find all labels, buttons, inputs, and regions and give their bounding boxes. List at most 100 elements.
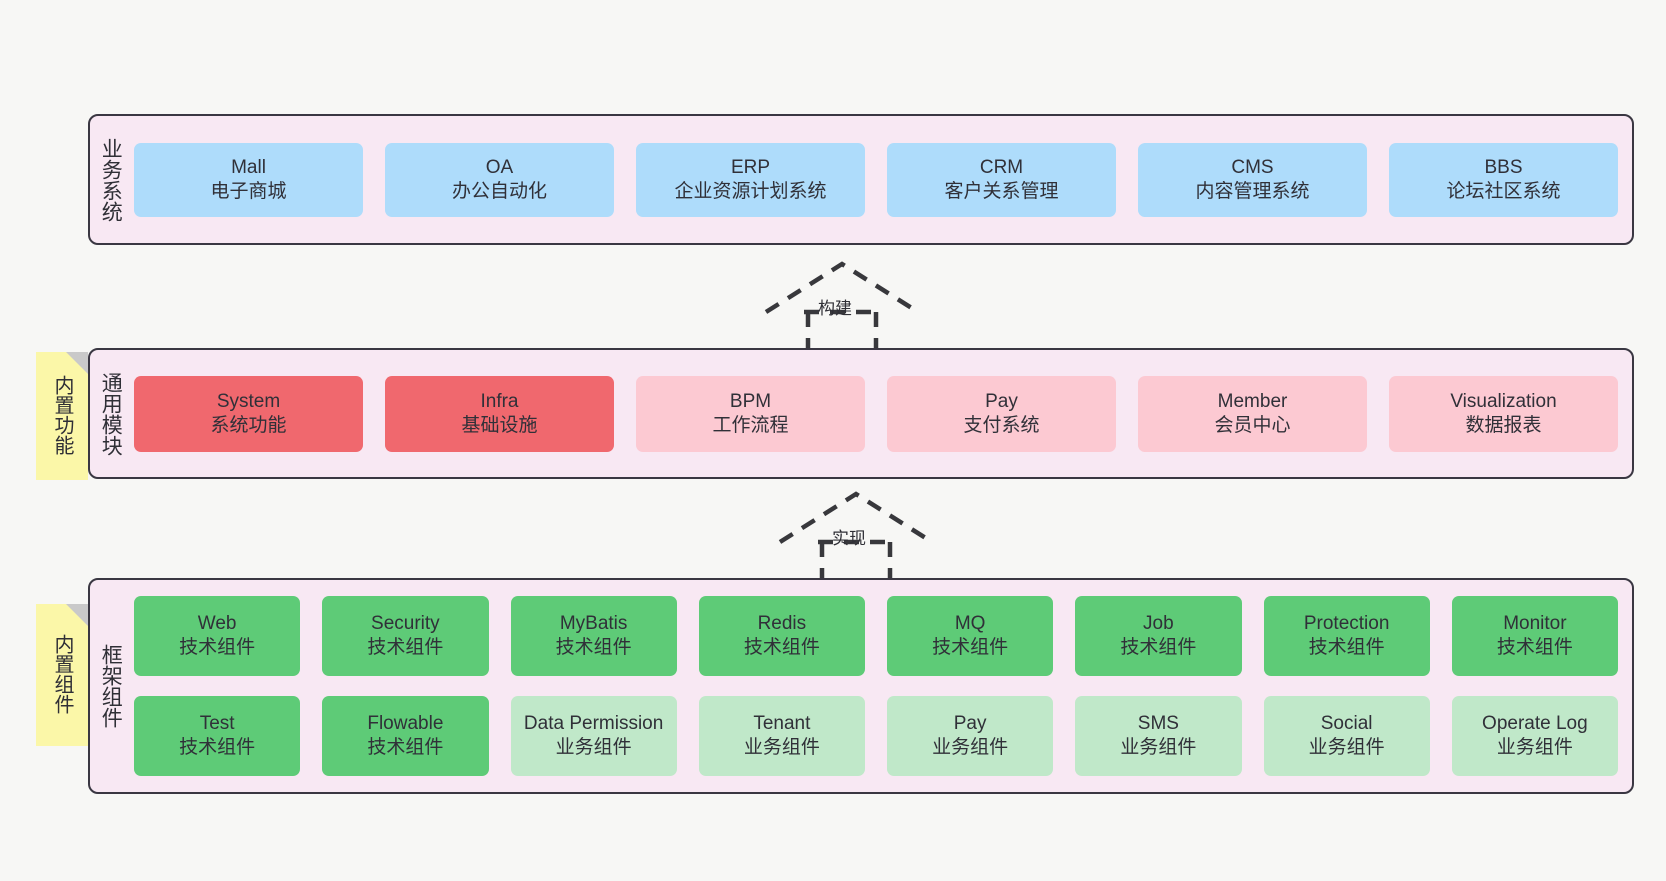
- node-infra[interactable]: Infra 基础设施: [385, 375, 614, 452]
- sticky-note-builtin-features: 内置功能: [36, 352, 88, 480]
- node-title: ERP: [730, 156, 771, 178]
- node-social[interactable]: Social 业务组件: [1263, 696, 1430, 776]
- node-test[interactable]: Test 技术组件: [134, 696, 301, 776]
- generalization-arrow-icon: [778, 491, 934, 578]
- node-monitor[interactable]: Monitor 技术组件: [1451, 596, 1618, 676]
- layer-business-systems: 业务系统 Mall 电子商城 OA 办公自动化 ERP 企业资源计划系统 CRM…: [88, 114, 1634, 245]
- layer-framework-components-body: Web 技术组件 Security 技术组件 MyBatis 技术组件 Redi…: [130, 580, 1632, 792]
- layer-business-systems-row: Mall 电子商城 OA 办公自动化 ERP 企业资源计划系统 CRM 客户关系…: [134, 142, 1618, 217]
- node-subtitle: 技术组件: [179, 637, 256, 658]
- node-operate-log[interactable]: Operate Log 业务组件: [1451, 696, 1618, 776]
- node-title: BBS: [1484, 156, 1523, 178]
- node-title: SMS: [1137, 713, 1179, 735]
- node-subtitle: 办公自动化: [451, 180, 547, 202]
- node-subtitle: 技术组件: [367, 737, 444, 758]
- layer-framework-components-row-technical: Web 技术组件 Security 技术组件 MyBatis 技术组件 Redi…: [134, 596, 1618, 676]
- node-subtitle: 业务组件: [743, 737, 820, 758]
- node-title: CRM: [979, 156, 1024, 178]
- layer-business-systems-label: 业务系统: [99, 137, 123, 222]
- node-subtitle: 技术组件: [932, 637, 1009, 658]
- sticky-note-label: 内置组件: [51, 634, 73, 714]
- layer-framework-components: 框架组件 Web 技术组件 Security 技术组件 MyBatis 技术组件…: [88, 578, 1634, 794]
- node-erp[interactable]: ERP 企业资源计划系统: [636, 142, 865, 217]
- node-title: BPM: [729, 390, 772, 412]
- node-mq[interactable]: MQ 技术组件: [887, 596, 1054, 676]
- node-security[interactable]: Security 技术组件: [322, 596, 489, 676]
- node-redis[interactable]: Redis 技术组件: [698, 596, 865, 676]
- node-subtitle: 业务组件: [1120, 737, 1197, 758]
- node-job[interactable]: Job 技术组件: [1075, 596, 1242, 676]
- node-title: CMS: [1231, 156, 1274, 178]
- node-crm[interactable]: CRM 客户关系管理: [887, 142, 1116, 217]
- node-subtitle: 工作流程: [712, 414, 789, 436]
- layer-common-modules-label: 通用模块: [99, 371, 123, 456]
- node-title: Visualization: [1450, 390, 1557, 412]
- node-subtitle: 论坛社区系统: [1446, 180, 1561, 202]
- node-title: System: [216, 390, 281, 412]
- connector-build: 构建: [752, 256, 932, 348]
- node-subtitle: 业务组件: [1308, 737, 1385, 758]
- node-visualization[interactable]: Visualization 数据报表: [1389, 375, 1618, 452]
- node-subtitle: 支付系统: [963, 414, 1040, 436]
- node-member[interactable]: Member 会员中心: [1138, 375, 1367, 452]
- node-cms[interactable]: CMS 内容管理系统: [1138, 142, 1367, 217]
- node-title: Member: [1217, 390, 1288, 412]
- node-title: Job: [1143, 613, 1174, 635]
- node-mybatis[interactable]: MyBatis 技术组件: [510, 596, 677, 676]
- node-bpm[interactable]: BPM 工作流程: [636, 375, 865, 452]
- generalization-arrow-icon: [764, 261, 920, 348]
- node-mall[interactable]: Mall 电子商城: [134, 142, 363, 217]
- node-title: Social: [1320, 713, 1373, 735]
- node-title: MyBatis: [559, 613, 628, 635]
- node-title: Security: [371, 613, 440, 635]
- node-title: Tenant: [753, 713, 811, 735]
- node-subtitle: 客户关系管理: [944, 180, 1059, 202]
- node-subtitle: 业务组件: [555, 737, 632, 758]
- layer-framework-components-row-business: Test 技术组件 Flowable 技术组件 Data Permission …: [134, 696, 1618, 776]
- node-title: Redis: [757, 613, 807, 635]
- node-subtitle: 基础设施: [461, 414, 538, 436]
- node-title: Flowable: [367, 713, 444, 735]
- layer-business-systems-body: Mall 电子商城 OA 办公自动化 ERP 企业资源计划系统 CRM 客户关系…: [130, 116, 1632, 243]
- node-subtitle: 业务组件: [932, 737, 1009, 758]
- node-title: Monitor: [1503, 613, 1567, 635]
- layer-common-modules: 通用模块 System 系统功能 Infra 基础设施 BPM 工作流程 Pay…: [88, 348, 1634, 479]
- node-pay-business[interactable]: Pay 业务组件: [887, 696, 1054, 776]
- node-subtitle: 内容管理系统: [1195, 180, 1310, 202]
- node-title: Web: [197, 613, 237, 635]
- node-title: Protection: [1303, 613, 1390, 635]
- node-title: OA: [485, 156, 514, 178]
- layer-common-modules-body: System 系统功能 Infra 基础设施 BPM 工作流程 Pay 支付系统…: [130, 350, 1632, 477]
- node-subtitle: 会员中心: [1214, 414, 1291, 436]
- node-bbs[interactable]: BBS 论坛社区系统: [1389, 142, 1618, 217]
- layer-framework-components-label: 框架组件: [99, 644, 123, 728]
- layer-common-modules-row: System 系统功能 Infra 基础设施 BPM 工作流程 Pay 支付系统…: [134, 375, 1618, 452]
- node-subtitle: 技术组件: [367, 637, 444, 658]
- sticky-note-builtin-components: 内置组件: [36, 604, 88, 746]
- node-subtitle: 业务组件: [1496, 737, 1573, 758]
- node-pay[interactable]: Pay 支付系统: [887, 375, 1116, 452]
- node-protection[interactable]: Protection 技术组件: [1263, 596, 1430, 676]
- node-subtitle: 企业资源计划系统: [674, 180, 827, 202]
- connector-build-label: 构建: [818, 299, 852, 318]
- node-subtitle: 技术组件: [1496, 637, 1573, 658]
- node-data-permission[interactable]: Data Permission 业务组件: [510, 696, 677, 776]
- node-title: Operate Log: [1482, 713, 1588, 735]
- node-title: MQ: [954, 613, 986, 635]
- node-tenant[interactable]: Tenant 业务组件: [698, 696, 865, 776]
- node-flowable[interactable]: Flowable 技术组件: [322, 696, 489, 776]
- connector-implement-label: 实现: [832, 529, 866, 548]
- connector-implement: 实现: [766, 486, 946, 578]
- node-title: Test: [199, 713, 235, 735]
- node-oa[interactable]: OA 办公自动化: [385, 142, 614, 217]
- node-sms[interactable]: SMS 业务组件: [1075, 696, 1242, 776]
- sticky-note-label: 内置功能: [51, 375, 73, 455]
- node-title: Pay: [953, 713, 987, 735]
- page-fold-icon: [66, 352, 88, 374]
- node-system[interactable]: System 系统功能: [134, 375, 363, 452]
- node-subtitle: 电子商城: [210, 180, 287, 202]
- node-subtitle: 技术组件: [1120, 637, 1197, 658]
- node-subtitle: 数据报表: [1465, 414, 1542, 436]
- node-web[interactable]: Web 技术组件: [134, 596, 301, 676]
